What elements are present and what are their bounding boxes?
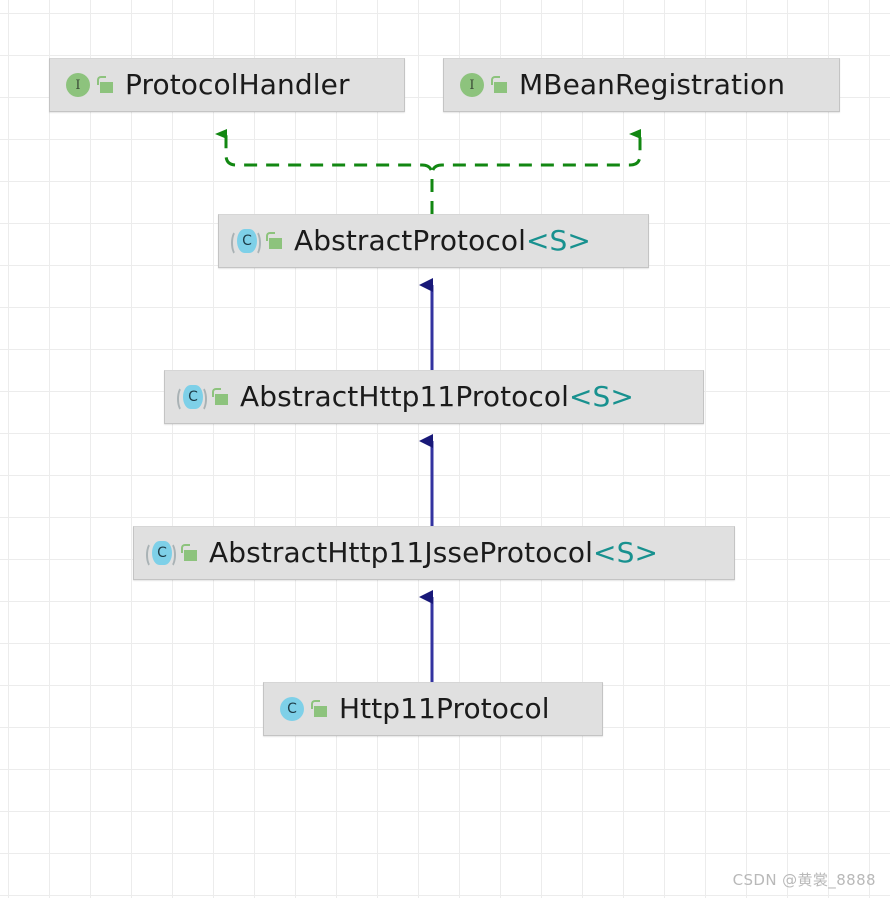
interface-icon: I <box>456 70 486 100</box>
class-node-label: AbstractProtocol<S> <box>294 227 591 255</box>
class-node-abstract-protocol[interactable]: C AbstractProtocol<S> <box>218 214 649 268</box>
open-padlock-icon <box>266 231 284 251</box>
class-node-label: AbstractHttp11JsseProtocol<S> <box>209 539 658 567</box>
abstract-class-icon: C <box>146 538 176 568</box>
class-icon: C <box>276 694 306 724</box>
class-node-name: AbstractHttp11Protocol <box>240 380 569 413</box>
abstract-class-icon: C <box>231 226 261 256</box>
open-padlock-icon <box>311 699 329 719</box>
generic-parameter: <S> <box>569 380 634 413</box>
class-node-name: AbstractProtocol <box>294 224 526 257</box>
class-node-abstract-http11-jsse-protocol[interactable]: C AbstractHttp11JsseProtocol<S> <box>133 526 735 580</box>
open-padlock-icon <box>97 75 115 95</box>
watermark: CSDN @黄裳_8888 <box>732 871 876 889</box>
class-node-label: AbstractHttp11Protocol<S> <box>240 383 634 411</box>
class-node-protocol-handler[interactable]: I ProtocolHandler <box>49 58 405 112</box>
class-node-abstract-http11-protocol[interactable]: C AbstractHttp11Protocol<S> <box>164 370 704 424</box>
open-padlock-icon <box>212 387 230 407</box>
class-node-label: ProtocolHandler <box>125 68 350 101</box>
class-node-name: AbstractHttp11JsseProtocol <box>209 536 594 569</box>
open-padlock-icon <box>491 75 509 95</box>
open-padlock-icon <box>181 543 199 563</box>
class-node-mbean-registration[interactable]: I MBeanRegistration <box>443 58 840 112</box>
class-node-label: Http11Protocol <box>339 692 550 725</box>
generic-parameter: <S> <box>593 536 659 569</box>
class-node-http11-protocol[interactable]: C Http11Protocol <box>263 682 603 736</box>
class-node-label: MBeanRegistration <box>519 68 786 101</box>
interface-icon: I <box>62 70 92 100</box>
edge-impl-protocol-handler <box>215 129 434 214</box>
abstract-class-icon: C <box>177 382 207 412</box>
edge-impl-mbean-registration <box>430 129 642 214</box>
generic-parameter: <S> <box>525 224 591 257</box>
